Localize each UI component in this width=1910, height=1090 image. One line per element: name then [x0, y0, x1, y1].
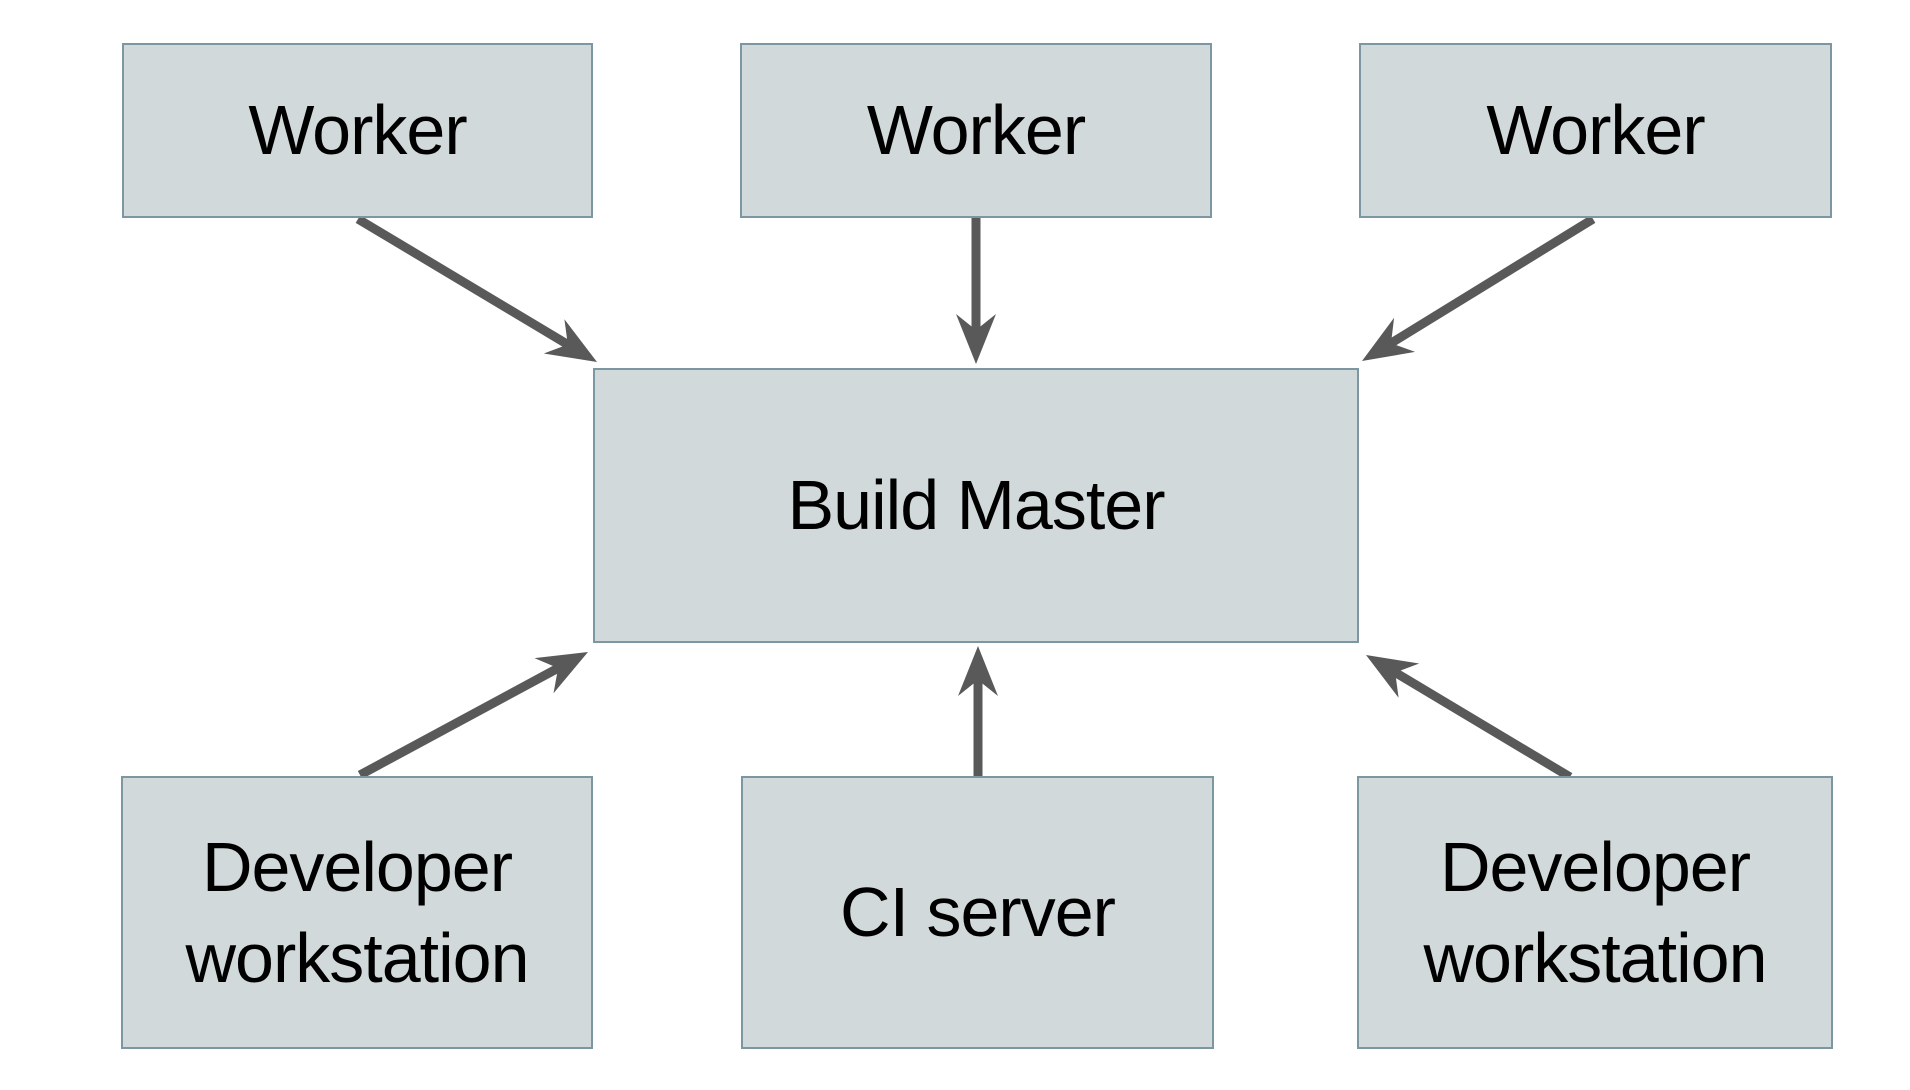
arrowhead — [1366, 655, 1420, 698]
node-ci-server-label: CI server — [840, 873, 1116, 951]
node-developer-workstation-right: Developer workstation — [1357, 776, 1833, 1049]
node-ci-server: CI server — [741, 776, 1214, 1049]
node-build-master-label: Build Master — [787, 466, 1165, 544]
node-developer-workstation-left-label: Developer workstation — [185, 827, 529, 997]
arrow-ci-server-to-build-master — [958, 646, 998, 776]
arrowhead — [1362, 317, 1416, 361]
node-developer-workstation-right-label: Developer workstation — [1423, 827, 1767, 997]
arrowhead — [543, 319, 597, 362]
arrow-worker-3-to-build-master — [1362, 215, 1596, 361]
arrowhead — [958, 646, 998, 696]
arrowhead — [956, 314, 996, 364]
node-worker-1: Worker — [122, 43, 593, 218]
node-worker-2: Worker — [740, 43, 1212, 218]
arrow-worker-1-to-build-master — [355, 215, 597, 362]
node-worker-1-label: Worker — [248, 91, 467, 169]
arrow-worker-2-to-build-master — [956, 218, 996, 364]
node-build-master: Build Master — [593, 368, 1359, 643]
node-worker-3-label: Worker — [1486, 91, 1705, 169]
node-developer-workstation-left: Developer workstation — [121, 776, 593, 1049]
arrow-developer-workstation-left-to-build-master — [357, 652, 588, 779]
node-worker-2-label: Worker — [866, 91, 1086, 169]
arrow-developer-workstation-right-to-build-master — [1366, 655, 1573, 781]
node-worker-3: Worker — [1359, 43, 1832, 218]
arrowhead — [534, 652, 588, 694]
